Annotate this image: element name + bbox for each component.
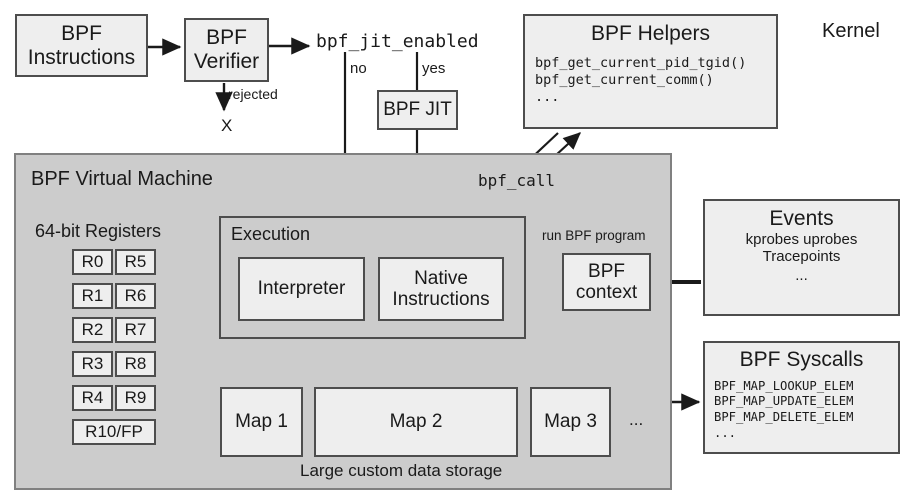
events-box[interactable]: Events kprobes uprobes Tracepoints ... (703, 199, 900, 316)
map-1-box[interactable]: Map 1 (220, 387, 303, 457)
bpf-context-line1: BPF (588, 260, 625, 282)
register-r9[interactable]: R9 (115, 385, 156, 411)
map-1-label: Map 1 (235, 411, 288, 433)
bpf-instructions-line2: Instructions (27, 45, 136, 69)
maps-ellipsis: ... (629, 410, 644, 429)
bpf-verifier-line1: BPF (206, 26, 247, 50)
register-r8[interactable]: R8 (115, 351, 156, 377)
bpf-jit-enabled-label: bpf_jit_enabled (316, 31, 479, 52)
bpf-instructions-box[interactable]: BPF Instructions (15, 14, 148, 77)
execution-container (219, 216, 526, 339)
register-r6[interactable]: R6 (115, 283, 156, 309)
rejected-x-mark: X (221, 116, 233, 135)
register-r3[interactable]: R3 (72, 351, 113, 377)
bpf-context-line2: context (575, 282, 638, 303)
bpf-helpers-function-list: bpf_get_current_pid_tgid() bpf_get_curre… (535, 54, 747, 106)
branch-yes-label: yes (422, 60, 446, 77)
native-instructions-line2: Instructions (392, 289, 490, 310)
register-r2[interactable]: R2 (72, 317, 113, 343)
bpf-jit-label: BPF JIT (383, 99, 452, 121)
native-instructions-box[interactable]: Native Instructions (378, 257, 504, 321)
bpf-helpers-box[interactable]: BPF Helpers bpf_get_current_pid_tgid() b… (523, 14, 778, 129)
register-r5[interactable]: R5 (115, 249, 156, 275)
bpf-verifier-box[interactable]: BPF Verifier (184, 18, 269, 82)
bpf-syscalls-title: BPF Syscalls (739, 348, 864, 371)
bpf-virtual-machine-title: BPF Virtual Machine (31, 168, 213, 190)
map-3-label: Map 3 (544, 411, 597, 433)
interpreter-box[interactable]: Interpreter (238, 257, 365, 321)
bpf-verifier-line2: Verifier (193, 50, 260, 73)
map-2-box[interactable]: Map 2 (314, 387, 518, 457)
register-r10-fp[interactable]: R10/FP (72, 419, 156, 445)
native-instructions-line1: Native (414, 267, 468, 289)
interpreter-label: Interpreter (257, 278, 346, 300)
bpf-context-box[interactable]: BPF context (562, 253, 651, 311)
events-title: Events (769, 207, 834, 230)
kernel-label: Kernel (822, 20, 880, 42)
bpf-syscalls-command-list: BPF_MAP_LOOKUP_ELEM BPF_MAP_UPDATE_ELEM … (714, 378, 854, 441)
map-3-box[interactable]: Map 3 (530, 387, 611, 457)
register-r0[interactable]: R0 (72, 249, 113, 275)
register-r1[interactable]: R1 (72, 283, 113, 309)
bpf-jit-box[interactable]: BPF JIT (377, 90, 458, 130)
registers-title: 64-bit Registers (35, 221, 162, 241)
bpf-helpers-title: BPF Helpers (590, 22, 711, 45)
bpf-call-label: bpf_call (478, 171, 556, 190)
rejected-label: rejected (228, 86, 278, 102)
bpf-syscalls-box[interactable]: BPF Syscalls BPF_MAP_LOOKUP_ELEM BPF_MAP… (703, 341, 900, 454)
large-custom-data-storage-label: Large custom data storage (300, 461, 503, 480)
events-ellipsis: ... (795, 266, 808, 284)
bpf-instructions-line1: BPF (61, 21, 102, 45)
branch-no-label: no (350, 60, 367, 77)
map-2-label: Map 2 (389, 411, 443, 433)
register-r7[interactable]: R7 (115, 317, 156, 343)
execution-label: Execution (231, 224, 311, 244)
events-item-list: kprobes uprobes Tracepoints (745, 230, 858, 266)
run-bpf-program-label: run BPF program (542, 228, 646, 243)
register-r4[interactable]: R4 (72, 385, 113, 411)
